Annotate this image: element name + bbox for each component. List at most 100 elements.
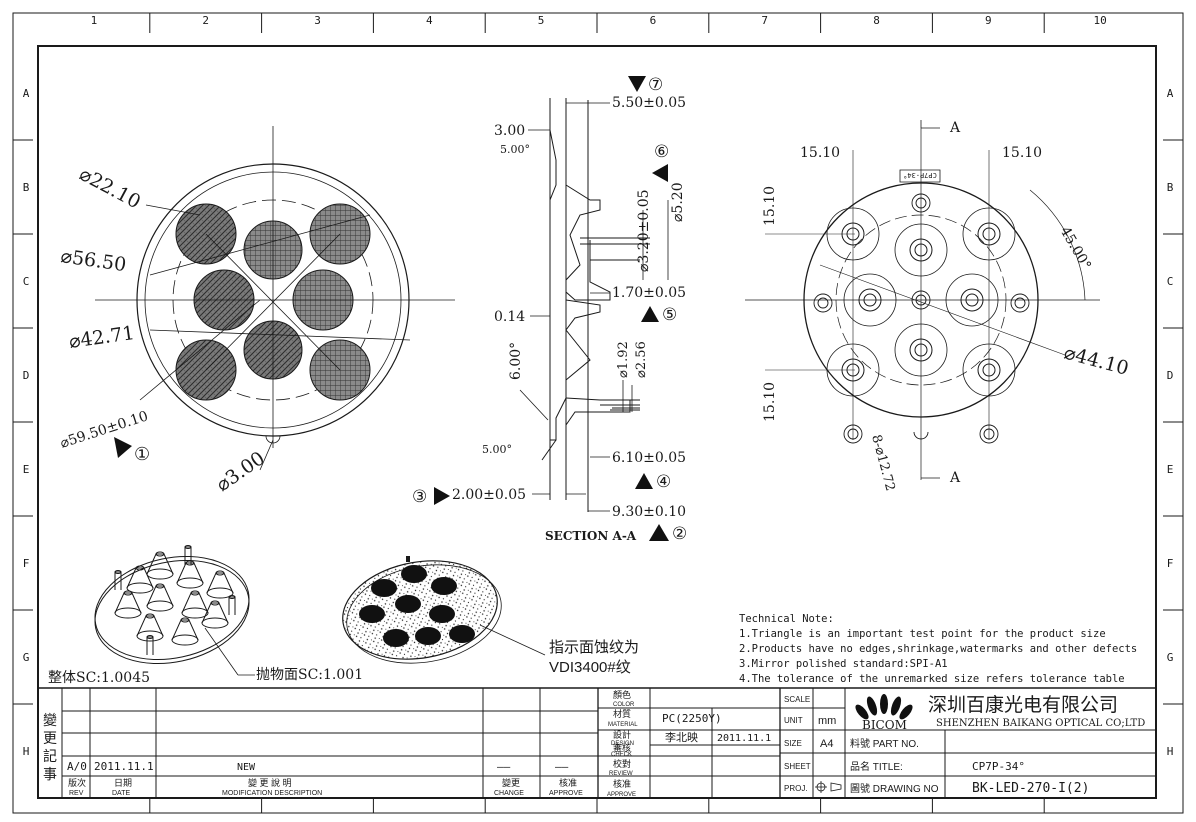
design-en: DESIGN [611, 741, 634, 747]
title-block [38, 687, 1156, 798]
dim-1-92: ⌀1.92 [616, 341, 631, 378]
dim-3-00: ⌀3.00 [212, 447, 269, 496]
iso-lens-apertures [359, 565, 475, 647]
grid-column-label: 1 [91, 14, 98, 27]
desc-header-en: MODIFICATION DESCRIPTION [222, 790, 322, 797]
date-header-zh: 日期 [114, 778, 132, 788]
dim-9-30: 9.30±0.10 [612, 504, 686, 520]
section-letter-bottom: A [949, 470, 961, 486]
dim-22-10: ⌀22.10 [76, 163, 144, 213]
test-point-triangle-icon [114, 437, 132, 458]
projection-symbol-icon [815, 781, 842, 793]
grid-row-label-left: B [23, 181, 30, 194]
marker-2: ② [672, 524, 687, 544]
date-header-en: DATE [112, 790, 130, 797]
grid-column-label: 8 [873, 14, 880, 27]
back-dim-15-10-right: 15.10 [1002, 145, 1042, 161]
desc-header-zh: 變 更 說 明 [248, 777, 292, 788]
marker-7: ⑦ [648, 75, 663, 95]
unit-label: UNIT [784, 716, 803, 725]
dim-2-00: 2.00±0.05 [452, 487, 526, 503]
etch-note-line2: VDI3400#纹 [549, 659, 631, 676]
grid-column-label: 4 [426, 14, 433, 27]
check-en: CHECK [611, 752, 632, 758]
section-title: SECTION A-A [545, 529, 637, 543]
marker-4: ④ [656, 472, 671, 492]
back-dim-15-10-left: 15.10 [800, 145, 840, 161]
grid-column-label: 6 [650, 14, 657, 27]
info-block: SCALE UNIT mm SIZE A4 SHEET PROJ. [784, 695, 842, 793]
etch-note-line1: 指示面蚀纹为 [549, 639, 639, 656]
dim-6-10: 6.10±0.05 [612, 450, 686, 466]
grid-column-label: 10 [1093, 14, 1106, 27]
revision-side-label-4: 事 [43, 767, 57, 783]
dim-5-20: ⌀5.20 [670, 182, 686, 222]
technical-note-line-4: 4.The tolerance of the unremarked size r… [739, 673, 1125, 685]
grid-column-label: 9 [985, 14, 992, 27]
grid-row-label-right: G [1167, 651, 1174, 664]
dim-8-12-72: 8-⌀12.72 [868, 433, 897, 493]
triangle-7-icon [628, 76, 646, 92]
dim-44-10: ⌀44.10 [1062, 342, 1131, 380]
rev-header-en: REV [69, 790, 84, 797]
grid-column-label: 2 [202, 14, 209, 27]
design-date: 2011.11.1 [717, 733, 771, 744]
rev-value: A/0 [67, 760, 87, 773]
material-en: MATERIAL [608, 722, 638, 728]
iso-view-front [342, 556, 546, 664]
drawing-no-label: 圖號 DRAWING NO [850, 782, 939, 795]
grid-column-label: 5 [538, 14, 545, 27]
revision-side-label-1: 變 [43, 713, 57, 729]
revision-side-label-3: 記 [43, 748, 57, 765]
color-en: COLOR [613, 702, 635, 708]
grid-row-label-right: B [1167, 181, 1174, 194]
triangle-2-icon [649, 524, 669, 541]
dim-3-00-section: 3.00 [494, 123, 525, 139]
drawing-no-value: BK-LED-270-I(2) [972, 781, 1089, 796]
front-view: ⌀22.10 ⌀56.50 ⌀42.71 ⌀59.50±0.10 ⌀3.00 ① [58, 126, 455, 496]
title-label: 品名 TITLE: [850, 760, 903, 773]
section-view: 5.50±0.05 3.00 5.00° ⌀3.20±0.05 ⌀5.20 1.… [412, 75, 687, 544]
company-block: BICOM 深圳百康光电有限公司 SHENZHEN BAIKANG OPTICA… [850, 694, 1145, 796]
technical-note-line-2: 2.Products have no edges,shrinkage,water… [739, 643, 1137, 655]
grid-column-label: 3 [314, 14, 321, 27]
mirror-scale-label: 抛物面SC:1.001 [256, 667, 363, 683]
part-no-label: 料號 PART NO. [850, 737, 919, 750]
rev-approve: —— [555, 760, 569, 773]
grid-row-label-left: A [23, 87, 30, 100]
dim-42-71: ⌀42.71 [68, 322, 136, 353]
revision-block: 變 更 記 事 A/0 2011.11.1 NEW —— —— 版次 REV 日… [43, 713, 583, 797]
iso-view-back [94, 545, 255, 676]
rev-description: NEW [237, 762, 256, 773]
design-zh: 設計 [613, 729, 631, 740]
company-name-zh: 深圳百康光电有限公司 [928, 694, 1118, 716]
size-value: A4 [820, 738, 833, 750]
section-letter-top: A [949, 120, 961, 136]
logo-text: BICOM [862, 718, 907, 732]
back-lens-bosses [813, 193, 1030, 444]
technical-note-heading: Technical Note: [739, 613, 834, 625]
color-zh: 顏色 [613, 689, 631, 700]
back-part-label: CP7P-34° [903, 171, 937, 179]
back-view: 15.10 15.10 15.10 15.10 45.00° ⌀44.10 8-… [745, 120, 1131, 493]
marker-1: ① [134, 444, 150, 465]
back-dim-15-10-top: 15.10 [762, 186, 778, 226]
unit-value: mm [818, 715, 836, 727]
revision-side-label-2: 更 [43, 731, 57, 747]
grid-row-label-left: D [23, 369, 30, 382]
dim-5-50: 5.50±0.05 [612, 95, 686, 111]
check-zh: 審核 [613, 742, 631, 753]
title-value: CP7P-34° [972, 760, 1025, 773]
dim-0-14: 0.14 [494, 309, 525, 325]
grid-row-label-left: F [23, 557, 30, 570]
grid-row-label-left: E [23, 463, 30, 476]
sheet-label: SHEET [784, 762, 811, 771]
grid-column-label: 7 [761, 14, 768, 27]
grid-row-label-left: G [23, 651, 30, 664]
marker-5: ⑤ [662, 305, 677, 325]
triangle-5-icon [641, 306, 659, 322]
approve-zh: 核准 [613, 778, 631, 789]
change-header-zh: 變更 [502, 777, 520, 788]
company-name-en: SHENZHEN BAIKANG OPTICAL CO;LTD [936, 718, 1145, 729]
